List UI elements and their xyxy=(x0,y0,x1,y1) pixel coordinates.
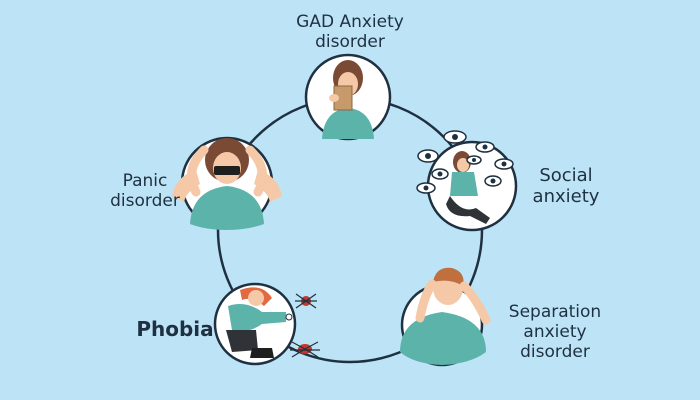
node-social xyxy=(416,130,518,232)
spider-icon-top xyxy=(295,293,317,309)
spider-icon-bottom xyxy=(290,341,320,358)
label-separation-anxiety-disorder: Separation anxiety disorder xyxy=(508,302,602,363)
woman-gripping-hair-icon xyxy=(172,138,282,230)
label-phobia: Phobia xyxy=(136,317,214,341)
worried-woman-with-paper-bag-icon xyxy=(322,60,374,139)
node-gad xyxy=(304,53,392,141)
node-panic xyxy=(172,136,282,230)
eye-icons xyxy=(416,130,514,194)
node-separation xyxy=(400,267,491,367)
label-panic-disorder: Panic disorder xyxy=(110,171,180,212)
man-holding-head-icon xyxy=(400,267,491,365)
crouching-woman-watched-by-eyes-icon xyxy=(416,130,514,224)
label-gad-anxiety-disorder: GAD Anxiety disorder xyxy=(296,12,404,53)
node-phobia xyxy=(213,282,320,366)
label-social-anxiety: Social anxiety xyxy=(532,165,600,208)
woman-afraid-of-spiders-icon xyxy=(226,287,293,358)
